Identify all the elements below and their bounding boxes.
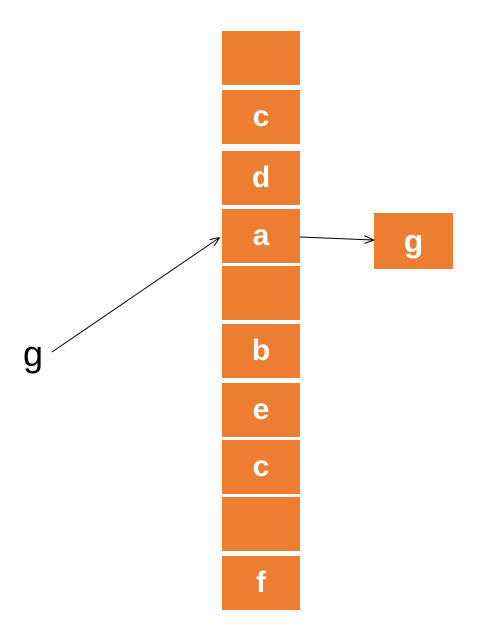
- slot-label: d: [251, 161, 271, 194]
- slot-label: e: [252, 393, 270, 426]
- hash-slot: e: [222, 383, 300, 437]
- hash-slot: [222, 31, 300, 85]
- hash-slot: d: [222, 151, 300, 205]
- hash-slot: c: [222, 440, 300, 494]
- hash-slot: [222, 266, 300, 320]
- hash-slot: c: [222, 90, 300, 144]
- incoming-key-label: g: [23, 333, 44, 374]
- hash-slot: a: [222, 209, 300, 263]
- slot-label: f: [256, 566, 266, 599]
- incoming-arrow: [51, 238, 219, 353]
- slot-label: c: [252, 100, 270, 133]
- hash-slot: f: [222, 556, 300, 610]
- chained-entry-label: g: [403, 222, 424, 259]
- hash-slot: [222, 497, 300, 551]
- slot-label: b: [251, 334, 271, 367]
- chained-entry-box: g: [374, 213, 453, 269]
- slot-label: c: [252, 450, 270, 483]
- slot-label: a: [252, 219, 270, 252]
- chain-arrow: [299, 237, 373, 240]
- hash-slot: b: [222, 324, 300, 378]
